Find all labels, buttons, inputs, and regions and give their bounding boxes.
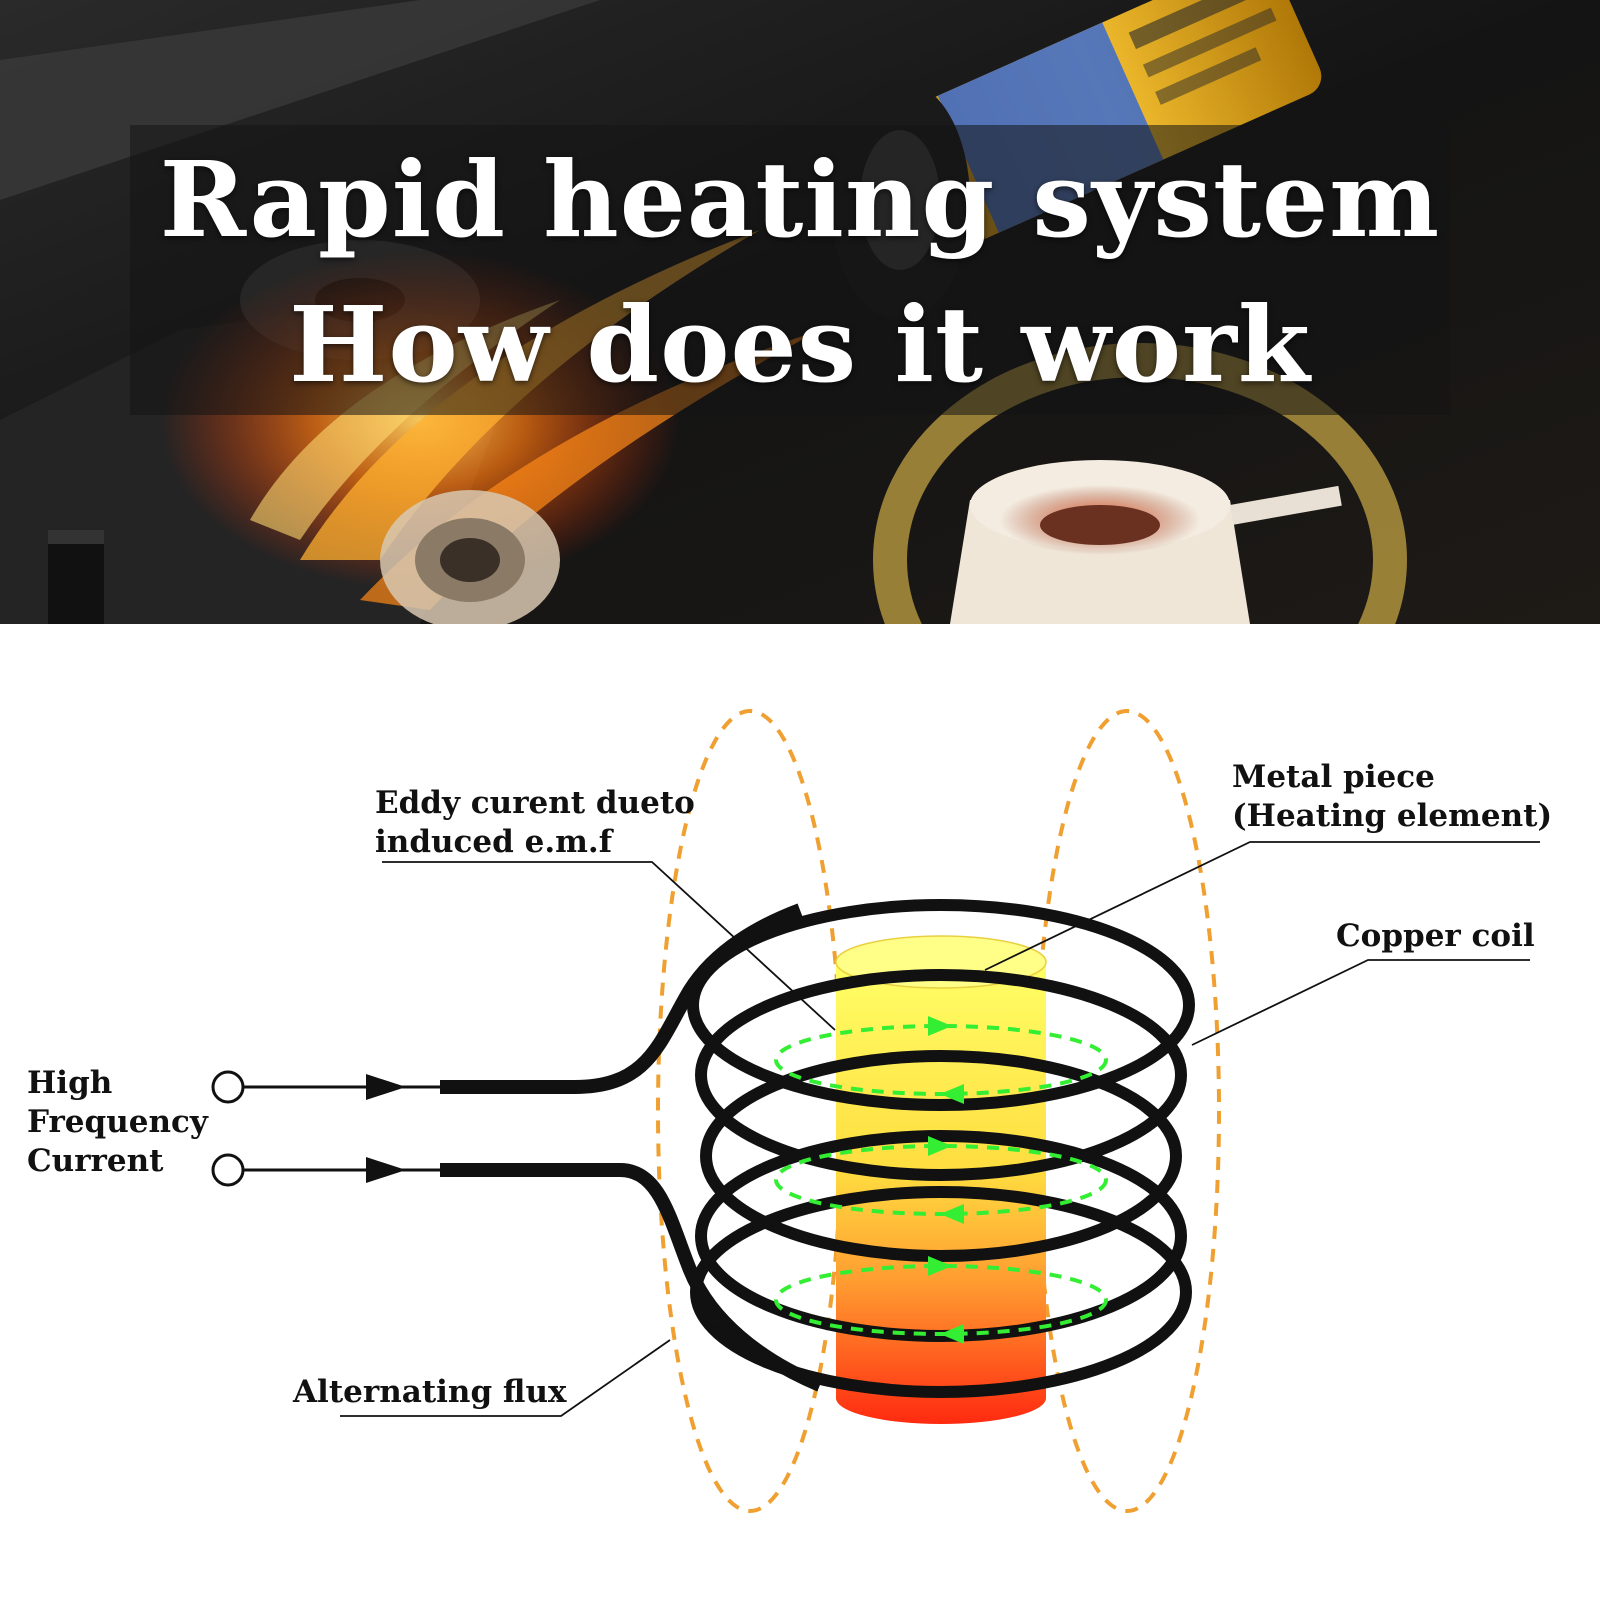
label-copper-coil: Copper coil — [1336, 918, 1535, 954]
eddy-arrow-left-2 — [940, 1204, 964, 1224]
leader-metal-piece — [984, 841, 1540, 971]
banner-title-line-1: Rapid heating system — [159, 138, 1441, 261]
label-hf-line-3: Current — [27, 1143, 164, 1179]
current-arrow-top — [366, 1074, 406, 1100]
induction-heating-diagram: Eddy curent dueto induced e.m.f Metal pi… — [0, 624, 1600, 1600]
label-alternating-flux: Alternating flux — [293, 1374, 567, 1410]
eddy-current-arrows — [928, 1016, 964, 1344]
label-eddy-current-line-1: Eddy curent dueto — [375, 785, 695, 821]
copper-coil — [687, 899, 1195, 1398]
leader-copper-coil — [1191, 959, 1530, 1046]
leader-alternating-flux — [340, 1339, 671, 1417]
leader-eddy-current — [382, 861, 836, 1031]
eddy-arrow-right-2 — [928, 1136, 952, 1156]
label-hf-line-1: High — [27, 1065, 113, 1101]
label-eddy-current-line-2: induced e.m.f — [375, 824, 613, 860]
coil-turn-4 — [695, 1130, 1187, 1342]
label-high-frequency-current: High Frequency Current — [27, 1064, 208, 1181]
terminal-top — [211, 1070, 245, 1104]
current-arrow-bottom — [366, 1157, 406, 1183]
eddy-arrow-left-3 — [940, 1324, 964, 1344]
coil-lead-top — [440, 903, 803, 1094]
label-eddy-current: Eddy curent dueto induced e.m.f — [375, 784, 695, 862]
eddy-arrow-right-3 — [928, 1256, 952, 1276]
hero-banner: Rapid heating system How does it work — [0, 0, 1600, 624]
title-backdrop — [130, 125, 1450, 415]
eddy-arrow-left-1 — [940, 1084, 964, 1104]
label-hf-line-2: Frequency — [27, 1104, 208, 1140]
label-metal-piece-line-1: Metal piece — [1232, 759, 1435, 795]
coil-turn-1 — [687, 899, 1195, 1111]
coil-lead-bottom — [440, 1163, 823, 1392]
terminal-bottom — [211, 1153, 245, 1187]
coil-turn-2 — [695, 969, 1187, 1181]
coil-turn-3 — [700, 1050, 1182, 1262]
label-metal-piece-line-2: (Heating element) — [1232, 798, 1553, 834]
diagram-drawing — [211, 709, 1540, 1513]
label-metal-piece: Metal piece (Heating element) — [1232, 758, 1552, 836]
flux-loop-right — [1033, 709, 1221, 1513]
eddy-arrow-right-1 — [928, 1016, 952, 1036]
banner-title-line-2: How does it work — [289, 283, 1311, 406]
